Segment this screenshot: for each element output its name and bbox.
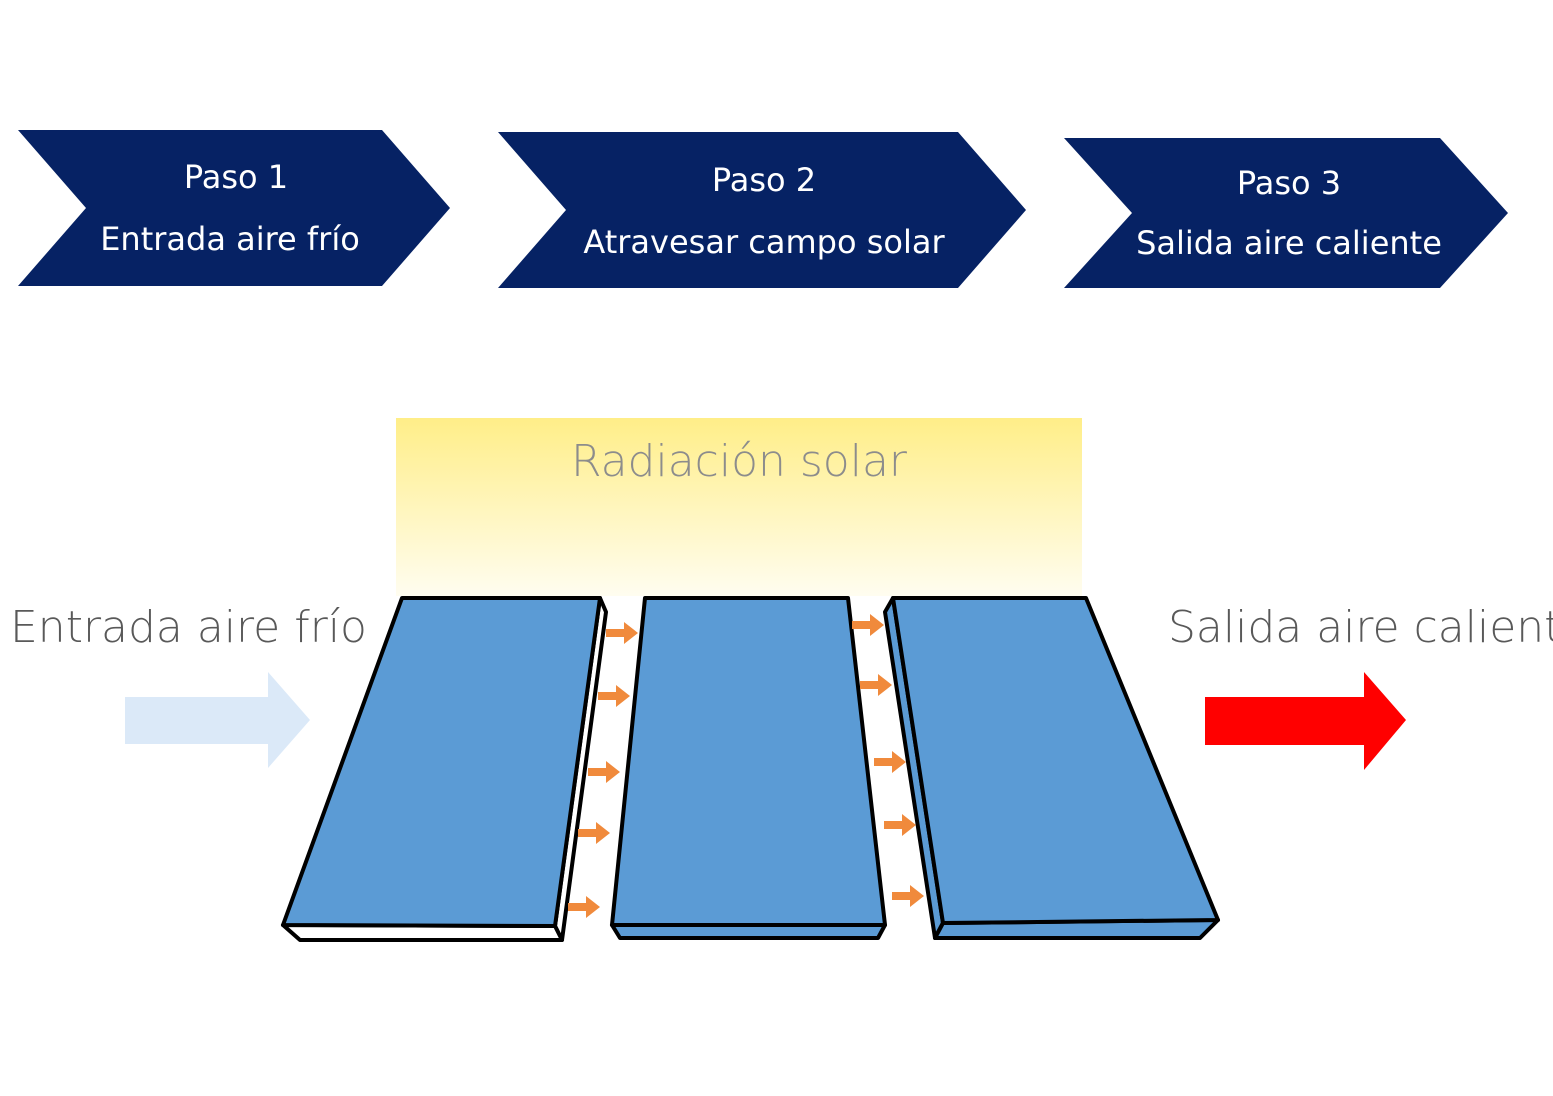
flow-arrow-icon bbox=[892, 885, 924, 907]
flow-arrow-icon bbox=[588, 761, 620, 783]
solar-panel-3 bbox=[883, 596, 1220, 940]
step-chevron-3: Paso 3 Salida aire caliente bbox=[1064, 138, 1508, 288]
step-1-subtitle: Entrada aire frío bbox=[100, 220, 360, 258]
flow-arrow-icon bbox=[874, 751, 906, 773]
solar-radiation-label: Radiación solar bbox=[571, 436, 908, 487]
step-1-title: Paso 1 bbox=[184, 158, 288, 196]
flow-arrows-gap-1 bbox=[568, 622, 638, 918]
step-chevron-1: Paso 1 Entrada aire frío bbox=[18, 130, 450, 286]
step-chevron-2: Paso 2 Atravesar campo solar bbox=[498, 132, 1026, 288]
flow-arrow-icon bbox=[568, 896, 600, 918]
inlet-label: Entrada aire frío bbox=[10, 602, 367, 653]
solar-radiation-band bbox=[396, 418, 1082, 596]
flow-arrow-icon bbox=[606, 622, 638, 644]
outlet-label: Salida aire caliente bbox=[1168, 602, 1553, 653]
step-2-title: Paso 2 bbox=[712, 161, 816, 199]
flow-arrow-icon bbox=[578, 822, 610, 844]
step-3-subtitle: Salida aire caliente bbox=[1136, 224, 1442, 262]
cold-air-arrow-icon bbox=[125, 672, 310, 768]
flow-arrows-gap-2 bbox=[852, 614, 924, 907]
flow-arrow-icon bbox=[860, 674, 892, 696]
solar-panel-1 bbox=[281, 596, 608, 942]
flow-arrow-icon bbox=[598, 685, 630, 707]
hot-air-arrow-icon bbox=[1205, 672, 1406, 770]
flow-arrow-icon bbox=[852, 614, 884, 636]
solar-panel-2 bbox=[610, 596, 887, 940]
flow-arrow-icon bbox=[884, 814, 916, 836]
step-2-subtitle: Atravesar campo solar bbox=[583, 223, 945, 261]
step-3-title: Paso 3 bbox=[1237, 164, 1341, 202]
